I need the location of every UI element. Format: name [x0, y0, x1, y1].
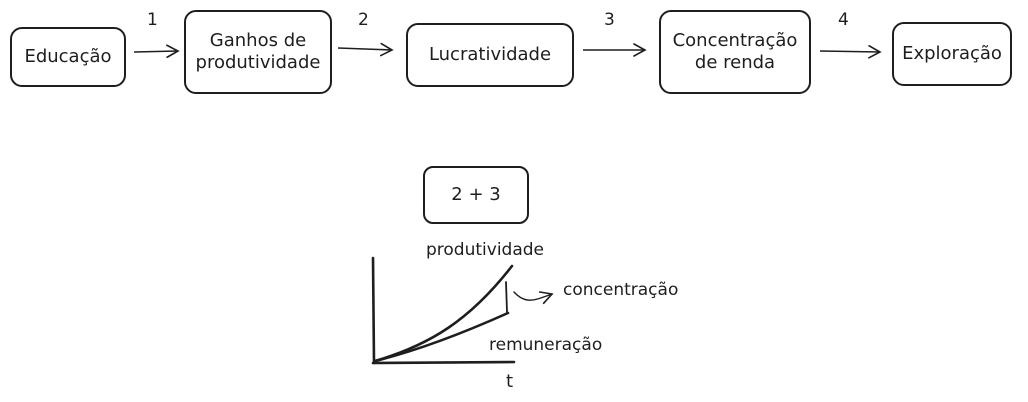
- label-concentracao: concentração: [563, 280, 679, 300]
- gap-line: [505, 281, 508, 313]
- formula-text: 2 + 3: [451, 184, 501, 205]
- node-ganhos-line2: produtividade: [195, 52, 321, 73]
- node-ganhos-line1: Ganhos de: [209, 30, 307, 51]
- node-educacao: Educação: [10, 27, 126, 87]
- node-lucratividade-text: Lucratividade: [428, 44, 552, 65]
- label-produtividade: produtividade: [426, 240, 545, 260]
- node-concentracao-renda: Concentração de renda: [659, 10, 811, 94]
- x-axis-line: [371, 360, 516, 365]
- label-axis-t: t: [506, 371, 514, 392]
- y-axis-line: [371, 256, 376, 365]
- arrow-2: [337, 42, 394, 57]
- arrow-1: [133, 44, 180, 59]
- node-concentracao-line1: Concentração: [672, 30, 798, 51]
- node-concentracao-line2: de renda: [694, 52, 776, 73]
- step-number-2: 2: [358, 10, 369, 30]
- node-exploracao-label: Exploração: [902, 43, 1002, 64]
- formula-box: 2 + 3: [423, 166, 529, 224]
- arrow-4: [819, 45, 882, 59]
- step-number-3: 3: [604, 10, 615, 30]
- node-exploracao: Exploração: [892, 22, 1012, 86]
- node-lucratividade: Lucratividade: [406, 23, 574, 87]
- gap-arrow: [513, 291, 554, 305]
- node-educacao-label: Educação: [24, 46, 112, 67]
- step-number-1: 1: [147, 10, 158, 30]
- label-remuneracao: remuneração: [489, 335, 603, 355]
- remuneration-curve: [373, 311, 510, 363]
- node-ganhos-produtividade: Ganhos de produtividade: [184, 10, 332, 94]
- step-number-4: 4: [838, 10, 849, 30]
